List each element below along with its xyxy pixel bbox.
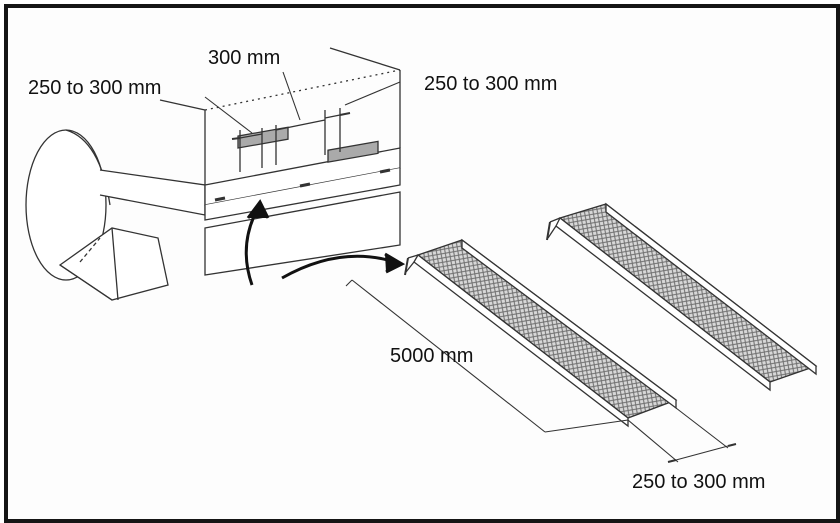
label-top-center-width: 300 mm — [208, 47, 281, 69]
label-top-right-gap: 250 to 300 mm — [424, 73, 558, 95]
ramp-gap-dimension — [627, 407, 737, 463]
ramp-right — [546, 202, 818, 392]
ramp-left — [404, 238, 678, 428]
trailer — [25, 47, 401, 301]
ramp-length-dimension — [345, 279, 629, 433]
ramp-arrow — [281, 252, 406, 280]
tail-panel — [204, 191, 401, 276]
fold-arrow — [244, 199, 270, 286]
label-ramp-end-gap: 250 to 300 mm — [632, 471, 766, 493]
dimension-leaders — [204, 71, 401, 134]
label-ramp-length: 5000 mm — [390, 345, 474, 367]
label-top-left-gap: 250 to 300 mm — [28, 77, 162, 99]
